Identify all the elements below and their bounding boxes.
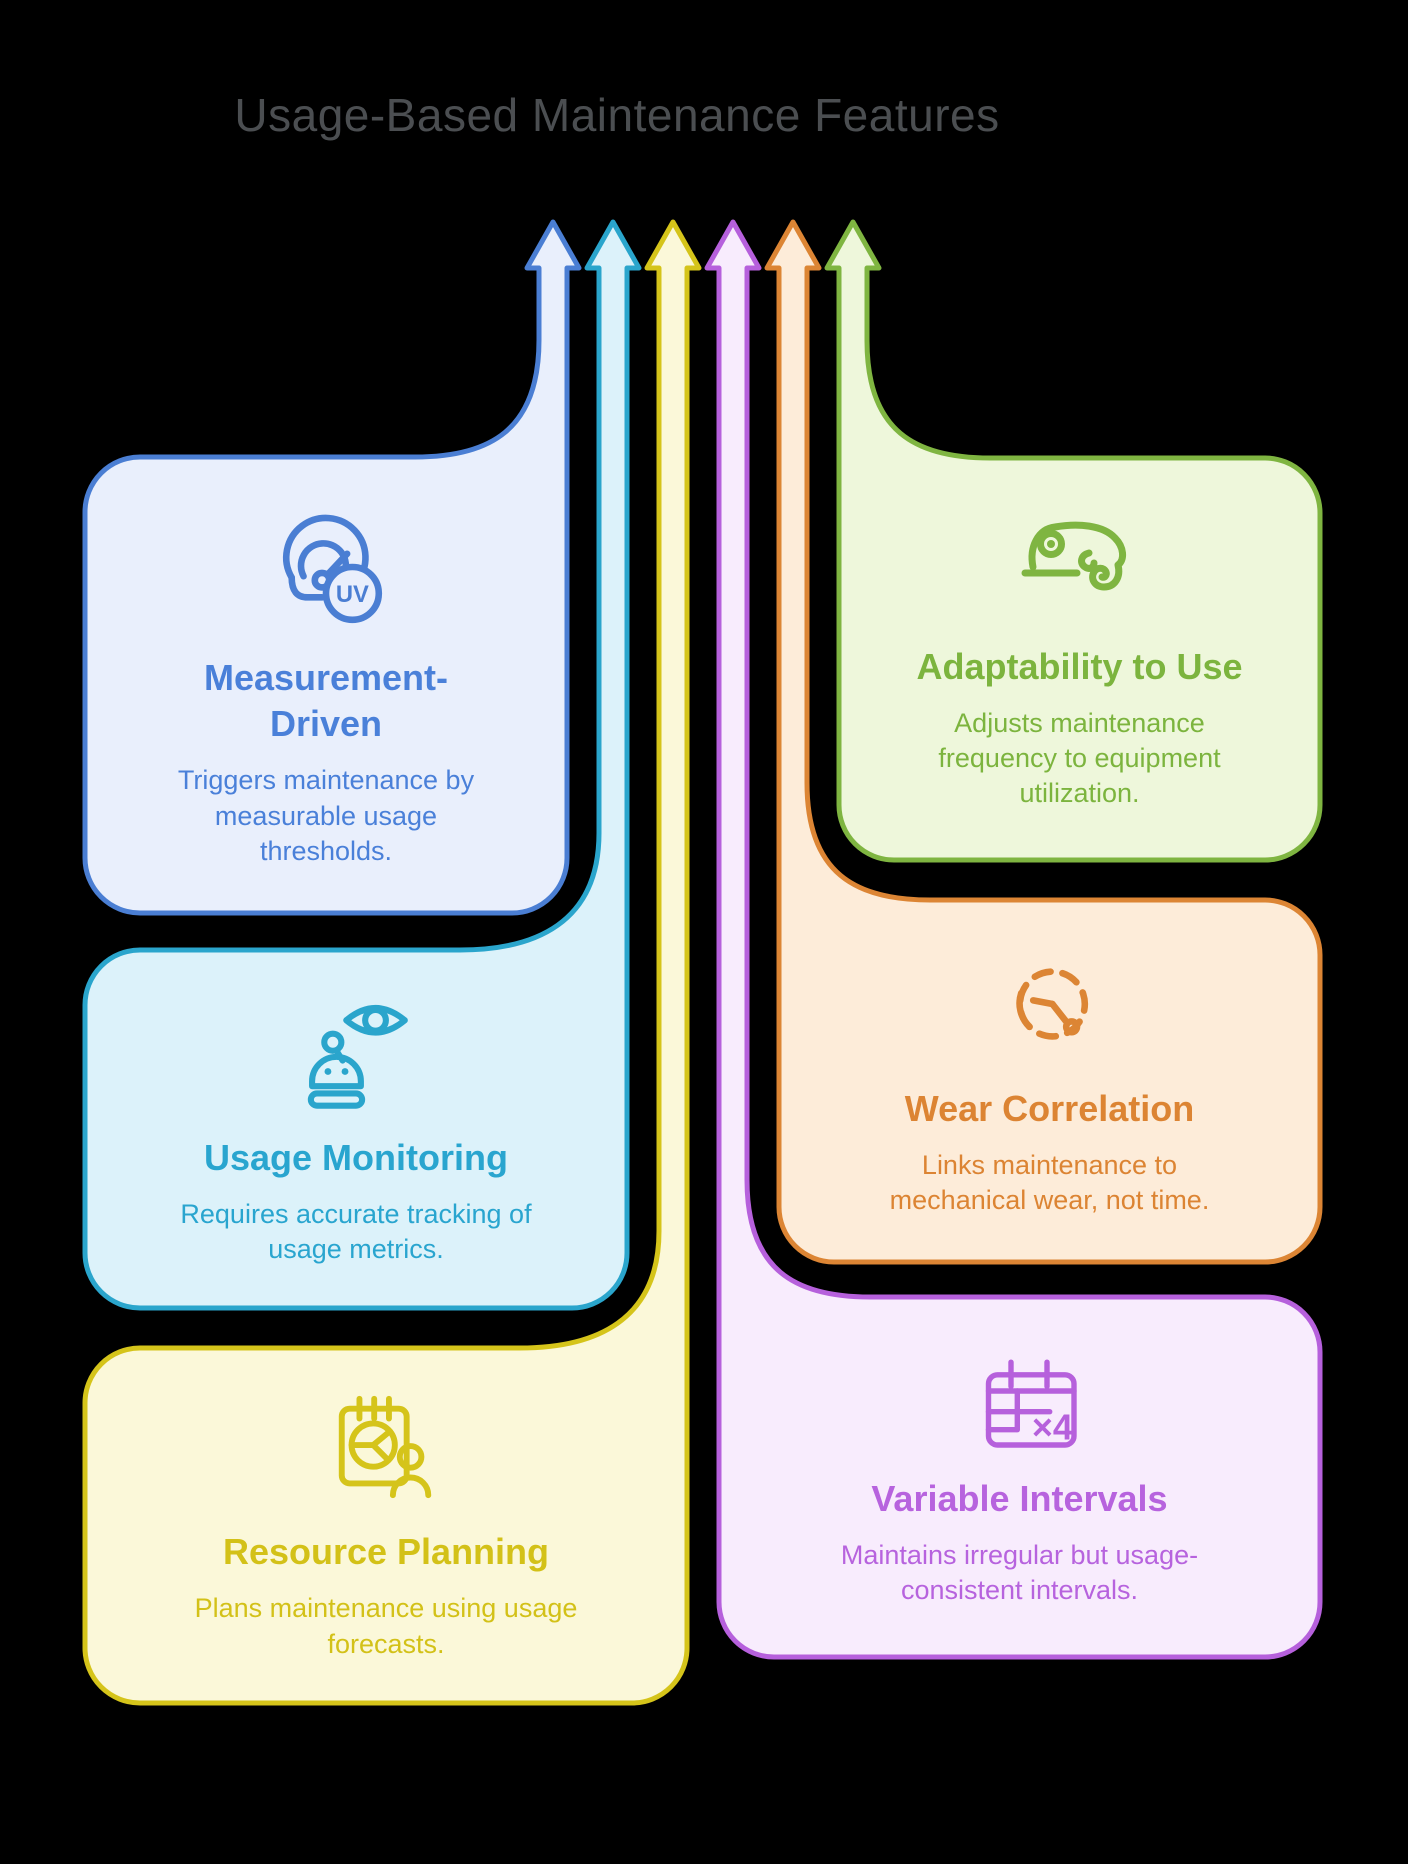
feature-title: Adaptability to Use — [916, 645, 1243, 687]
robot-eye-icon — [307, 1005, 408, 1109]
feature-title: Measurement-Driven — [203, 657, 449, 745]
feature-shape-variable-intervals — [704, 219, 1323, 1660]
feature-panel-variable-intervals: ×4 Variable Intervals Maintains irregula… — [719, 1297, 1320, 1657]
feature-description: Requires accurate tracking of usage metr… — [180, 1198, 532, 1265]
chameleon-icon — [1021, 521, 1126, 591]
feature-shape-adaptability-to-use — [824, 219, 1323, 863]
feature-description: Triggers maintenance by measurable usage… — [177, 765, 475, 866]
feature-title: Usage Monitoring — [204, 1136, 508, 1178]
uv-badge-label: UV — [336, 582, 369, 609]
feature-shape-usage-monitoring — [82, 219, 642, 1311]
page-title: Usage-Based Maintenance Features — [234, 89, 1000, 141]
feature-shape-wear-correlation — [764, 219, 1323, 1265]
feature-panel-adaptability-to-use: Adaptability to Use Adjusts maintenance … — [839, 458, 1320, 860]
planning-chart-person-icon — [338, 1396, 432, 1499]
feature-panel-resource-planning: Resource Planning Plans maintenance usin… — [85, 1348, 687, 1703]
feature-description: Maintains irregular but usage-consistent… — [840, 1539, 1199, 1606]
feature-description: Links maintenance to mechanical wear, no… — [889, 1149, 1210, 1216]
gauge-uv-icon: UV — [282, 514, 383, 624]
feature-title: Wear Correlation — [904, 1087, 1195, 1129]
feature-panel-measurement-driven: UV Measurement-Driven Triggers maintenan… — [85, 457, 567, 913]
calendar-x4-icon: ×4 — [985, 1359, 1077, 1448]
feature-title: Resource Planning — [222, 1531, 550, 1573]
clock-wear-icon — [1015, 968, 1088, 1040]
feature-panel-usage-monitoring: Usage Monitoring Requires accurate track… — [85, 950, 627, 1308]
feature-description: Plans maintenance using usage forecasts. — [194, 1593, 578, 1659]
x4-badge-label: ×4 — [1031, 1406, 1072, 1447]
feature-description: Adjusts maintenance frequency to equipme… — [938, 707, 1221, 809]
feature-title: Variable Intervals — [871, 1477, 1168, 1519]
feature-panel-wear-correlation: Wear Correlation Links maintenance to me… — [779, 900, 1320, 1262]
